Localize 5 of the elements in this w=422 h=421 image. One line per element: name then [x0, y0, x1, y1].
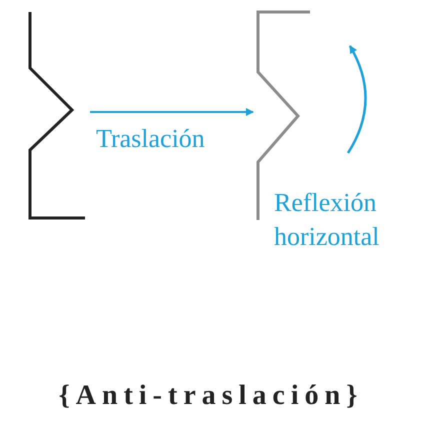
zigzag-line-drawing [28, 10, 88, 222]
transform-label: Reflexión horizontal [274, 187, 380, 253]
edge-label: Traslación [96, 123, 205, 155]
arrow [90, 108, 254, 116]
title: {Anti-traslación} [58, 380, 364, 412]
